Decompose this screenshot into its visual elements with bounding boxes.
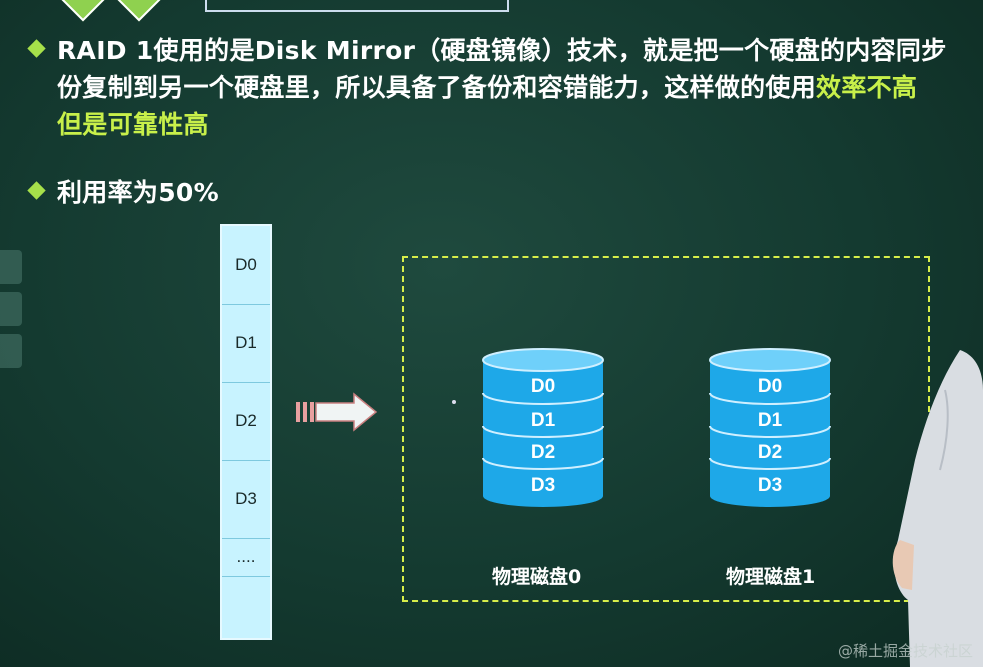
strip-cell: D2 [222,382,270,461]
decor-diamond [113,0,165,22]
side-tab [0,292,22,326]
decor-bar [205,0,509,12]
side-tab [0,334,22,368]
disk-block-label: D0 [531,376,555,397]
disk-block-label: D1 [758,410,783,431]
bullet-diamond-icon [27,181,46,200]
strip-cell: .... [222,538,270,577]
bullet-line: 份复制到另一个硬盘里，所以具备了备份和容错能力，这样做的使用效率不高 [57,69,947,106]
disk-block-label: D3 [531,475,555,496]
strip-cell: D3 [222,460,270,539]
disk-block-label: D3 [758,475,782,496]
bullet-text: 份复制到另一个硬盘里，所以具备了备份和容错能力，这样做的使用 [57,73,817,102]
strip-cell: D0 [222,226,270,305]
disk-label: 物理磁盘1 [726,566,816,588]
disk-block-label: D2 [531,442,555,463]
bullet-line: RAID 1使用的是Disk Mirror（硬盘镜像）技术，就是把一个硬盘的内容… [57,36,947,65]
disk-block-label: D2 [758,442,782,463]
highlight-text: 效率不高 [816,73,918,102]
highlight-line: 但是可靠性高 [57,110,209,139]
disk-block-label: D1 [531,410,556,431]
side-tab [0,250,22,284]
data-strip: D0 D1 D2 D3 .... [220,224,272,640]
dot [452,400,456,404]
right-arrow-icon [296,392,378,432]
bullet-utilization: 利用率为50% [27,174,219,211]
watermark: @稀土掘金技术社区 [837,642,973,660]
presenter-figure [892,350,983,667]
decor-diamond [57,0,109,22]
disk-block-label: D0 [758,376,782,397]
top-decoration [55,0,509,22]
disk-cylinder-icon: D0 D1 D2 D3 [482,348,604,507]
bullet-diamond-icon [27,39,46,58]
strip-cell [222,576,270,638]
bullet-text: 利用率为50% [57,178,219,207]
bullet-raid1-description: RAID 1使用的是Disk Mirror（硬盘镜像）技术，就是把一个硬盘的内容… [27,32,947,143]
strip-cell: D1 [222,304,270,383]
disk-cylinder-icon: D0 D1 D2 D3 [709,348,831,507]
disk-label: 物理磁盘0 [492,566,582,588]
